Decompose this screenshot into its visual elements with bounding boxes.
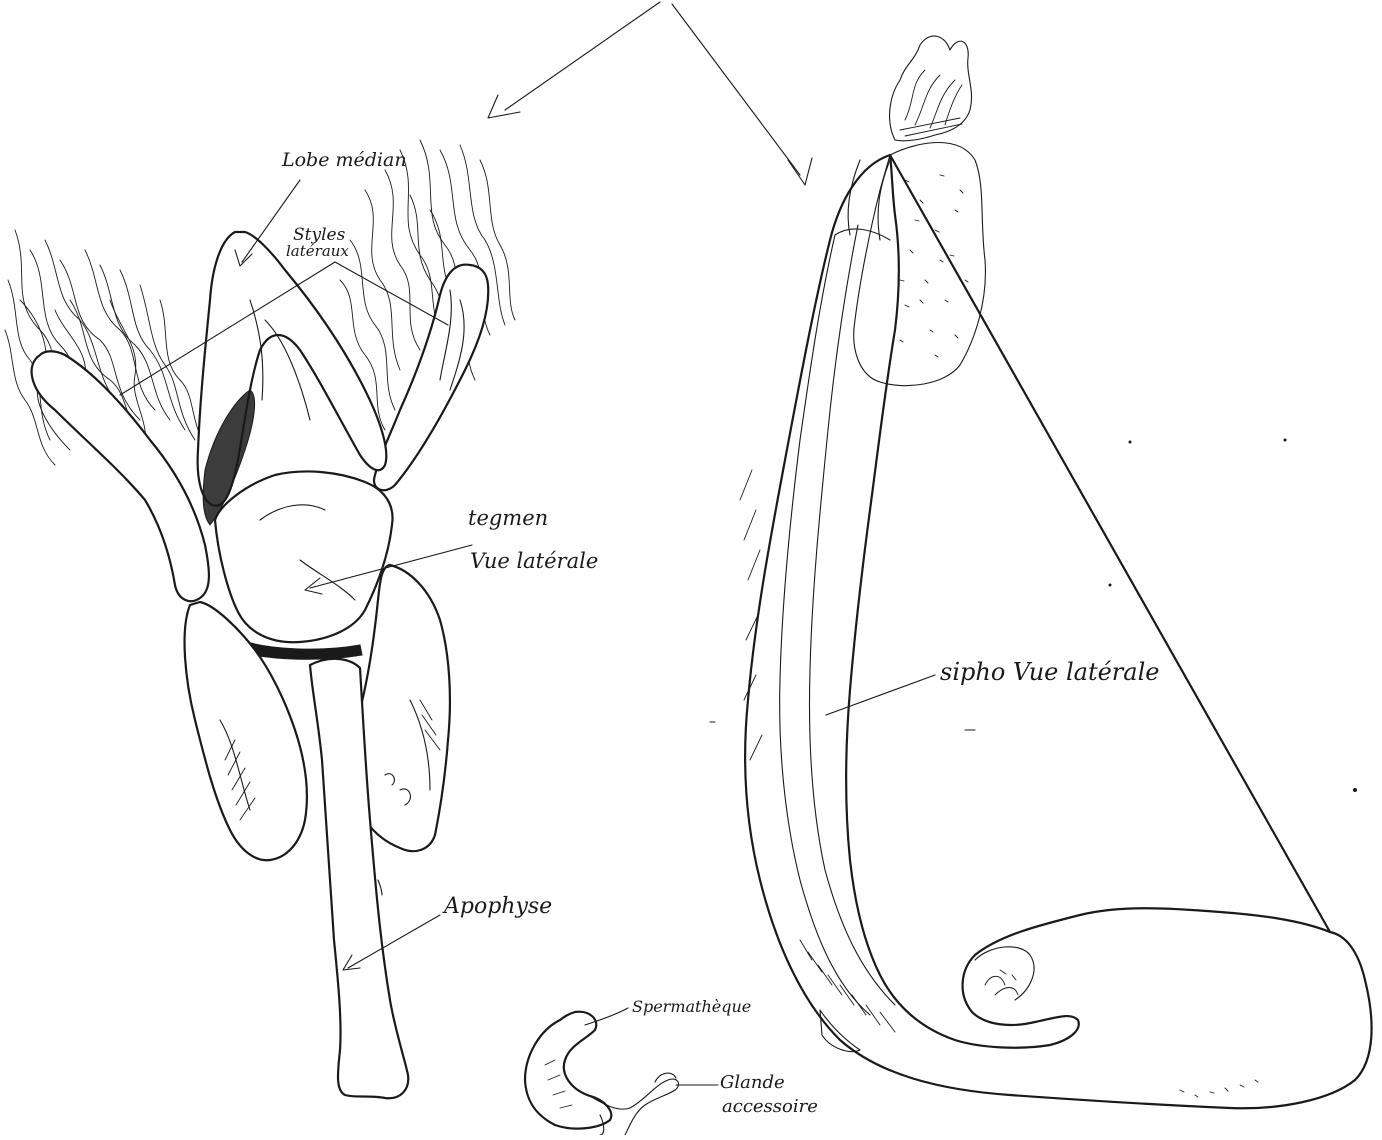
tegmen-line2-text: Vue latérale: [470, 549, 598, 573]
spermatheque-text: Spermathèque: [632, 997, 751, 1016]
label-spermatheque: Spermathèque: [585, 997, 751, 1025]
tegmen-line1-text: tegmen: [468, 506, 548, 530]
sipho-tube-outer: [745, 155, 1371, 1108]
tegmen-drawing: [5, 140, 515, 1098]
apophyse-text: Apophyse: [442, 894, 552, 919]
top-pointer-arrows: [488, 2, 812, 185]
spermatheque-drawing: [525, 1012, 679, 1135]
spermatheque-bulb: [525, 1012, 611, 1129]
label-glande: Glande accessoire: [676, 1072, 818, 1117]
sipho-granular-sac: [854, 143, 986, 386]
glande-line1-text: Glande: [720, 1072, 785, 1093]
tegmen-body: [215, 471, 393, 642]
sipho-tip-tuft: [890, 36, 972, 141]
glande-line2-text: accessoire: [722, 1096, 818, 1117]
sipho-granules: [900, 175, 968, 357]
right-lateral-style: [374, 265, 488, 491]
styles-line2-text: latéraux: [286, 242, 349, 260]
sipho-inner-line-2: [810, 225, 895, 1005]
sipho-drawing: [740, 36, 1372, 1108]
sipho-text: sipho Vue latérale: [940, 658, 1159, 686]
stray-marks: [710, 439, 1357, 792]
lobe-median-text: Lobe médian: [281, 149, 407, 171]
label-sipho: sipho Vue latérale: [826, 658, 1159, 715]
